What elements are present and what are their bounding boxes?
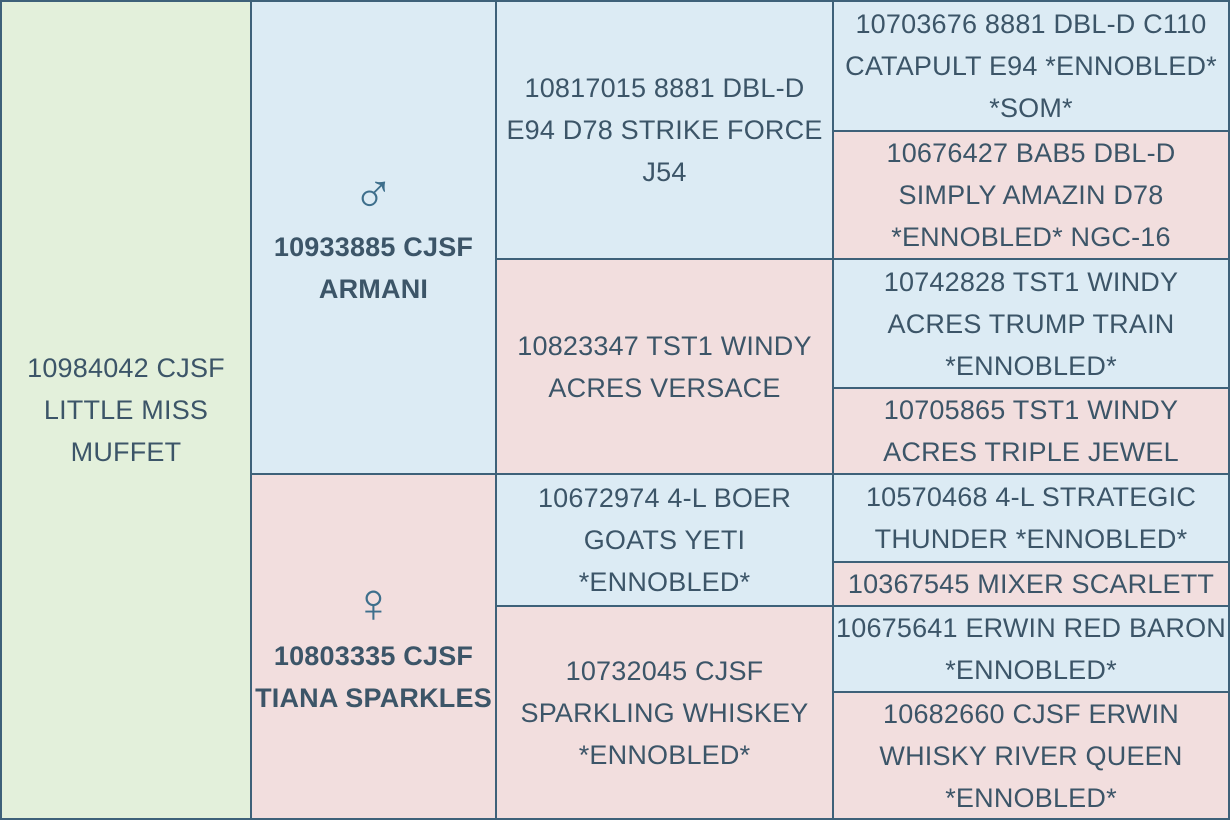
sire-dam-sire-cell: 10742828 TST1 WINDY ACRES TRUMP TRAIN *E… — [832, 258, 1230, 389]
dam-sire-sire-cell: 10570468 4-L STRATEGIC THUNDER *ENNOBLED… — [832, 473, 1230, 563]
dam-dam-dam-cell: 10682660 CJSF ERWIN WHISKY RIVER QUEEN *… — [832, 691, 1230, 820]
male-symbol-icon: ♂ — [352, 161, 395, 225]
dam-sire-dam-cell: 10367545 MIXER SCARLETT — [832, 561, 1230, 607]
dam-sire-dam-name: 10367545 MIXER SCARLETT — [847, 569, 1215, 599]
sire-dam-cell: 10823347 TST1 WINDY ACRES VERSACE — [495, 258, 834, 475]
female-symbol-icon: ♀ — [352, 570, 395, 634]
dam-dam-sire-cell: 10675641 ERWIN RED BARON *ENNOBLED* — [832, 605, 1230, 693]
sire-sire-cell: 10817015 8881 DBL-D E94 D78 STRIKE FORCE… — [495, 0, 834, 260]
dam-dam-sire-name: 10675641 ERWIN RED BARON *ENNOBLED* — [836, 613, 1226, 685]
dam-cell: ♀ 10803335 CJSF TIANA SPARKLES — [250, 473, 497, 820]
sire-dam-sire-name: 10742828 TST1 WINDY ACRES TRUMP TRAIN *E… — [883, 266, 1179, 381]
subject-cell: 10984042 CJSF LITTLE MISS MUFFET — [0, 0, 252, 820]
sire-cell: ♂ 10933885 CJSF ARMANI — [250, 0, 497, 475]
subject-name: 10984042 CJSF LITTLE MISS MUFFET — [27, 353, 225, 467]
dam-name: 10803335 CJSF TIANA SPARKLES — [255, 640, 492, 713]
dam-sire-cell: 10672974 4-L BOER GOATS YETI *ENNOBLED* — [495, 473, 834, 607]
sire-dam-dam-cell: 10705865 TST1 WINDY ACRES TRIPLE JEWEL — [832, 387, 1230, 475]
sire-dam-name: 10823347 TST1 WINDY ACRES VERSACE — [517, 330, 812, 403]
sire-sire-sire-name: 10703676 8881 DBL-D C110 CATAPULT E94 *E… — [845, 9, 1217, 123]
dam-sire-sire-name: 10570468 4-L STRATEGIC THUNDER *ENNOBLED… — [865, 482, 1197, 554]
sire-sire-dam-cell: 10676427 BAB5 DBL-D SIMPLY AMAZIN D78 *E… — [832, 130, 1230, 260]
sire-name: 10933885 CJSF ARMANI — [273, 231, 474, 304]
sire-sire-sire-cell: 10703676 8881 DBL-D C110 CATAPULT E94 *E… — [832, 0, 1230, 132]
sire-dam-dam-name: 10705865 TST1 WINDY ACRES TRIPLE JEWEL — [883, 395, 1179, 467]
dam-sire-name: 10672974 4-L BOER GOATS YETI *ENNOBLED* — [537, 483, 792, 597]
dam-dam-name: 10732045 CJSF SPARKLING WHISKEY *ENNOBLE… — [520, 655, 809, 770]
sire-sire-name: 10817015 8881 DBL-D E94 D78 STRIKE FORCE… — [506, 73, 823, 187]
dam-dam-cell: 10732045 CJSF SPARKLING WHISKEY *ENNOBLE… — [495, 605, 834, 820]
dam-dam-dam-name: 10682660 CJSF ERWIN WHISKY RIVER QUEEN *… — [879, 698, 1183, 813]
sire-sire-dam-name: 10676427 BAB5 DBL-D SIMPLY AMAZIN D78 *E… — [886, 138, 1176, 252]
